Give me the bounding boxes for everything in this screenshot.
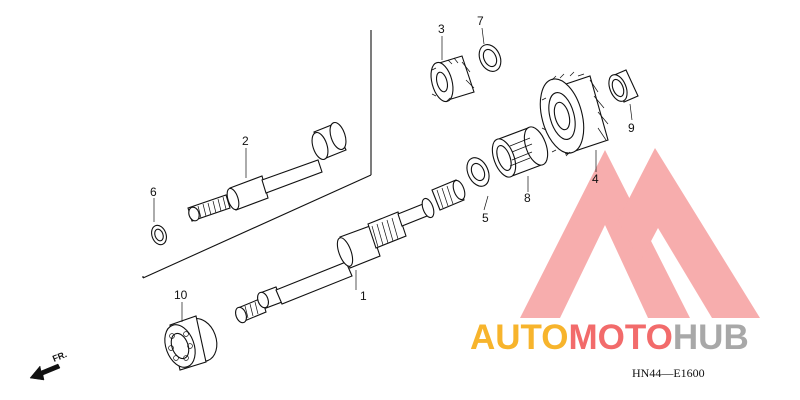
watermark-logo — [520, 148, 760, 318]
leader-lines — [153, 27, 633, 322]
watermark-hub: HUB — [673, 318, 749, 357]
callout-part-4: 4 — [592, 172, 599, 186]
callout-part-1: 1 — [360, 289, 367, 303]
part-1-main-shaft — [235, 179, 466, 324]
watermark-moto: MOTO — [569, 318, 673, 357]
assembly-boundary — [142, 30, 372, 279]
watermark-auto: AUTO — [470, 318, 569, 357]
part-7-washer — [478, 44, 502, 72]
part-8-needle-bearing — [491, 126, 549, 178]
callout-part-6: 6 — [150, 185, 157, 199]
front-direction-label: FR. — [51, 349, 68, 364]
part-6-washer — [151, 224, 167, 246]
part-4-large-gear — [539, 71, 609, 157]
watermark-triangle-inner — [585, 262, 628, 300]
callout-part-7: 7 — [477, 14, 484, 28]
diagram-code: HN44—E1600 — [632, 366, 705, 380]
part-9-ring — [608, 69, 639, 103]
front-direction-indicator: FR. — [29, 349, 68, 381]
watermark-text: AUTOMOTOHUB — [470, 318, 749, 357]
callout-part-3: 3 — [438, 22, 445, 36]
callout-part-10: 10 — [174, 288, 188, 302]
callout-part-5: 5 — [482, 211, 489, 225]
callout-part-9: 9 — [628, 121, 635, 135]
callout-part-2: 2 — [242, 134, 249, 148]
part-3-gear — [430, 55, 475, 103]
watermark-triangle-left — [520, 150, 690, 318]
front-arrow-icon — [29, 363, 61, 381]
part-2-shaft — [187, 121, 347, 222]
watermark-triangle-right — [618, 148, 760, 318]
part-5-washer — [466, 157, 490, 187]
part-10-bearing — [164, 315, 218, 371]
callout-part-8: 8 — [524, 191, 531, 205]
